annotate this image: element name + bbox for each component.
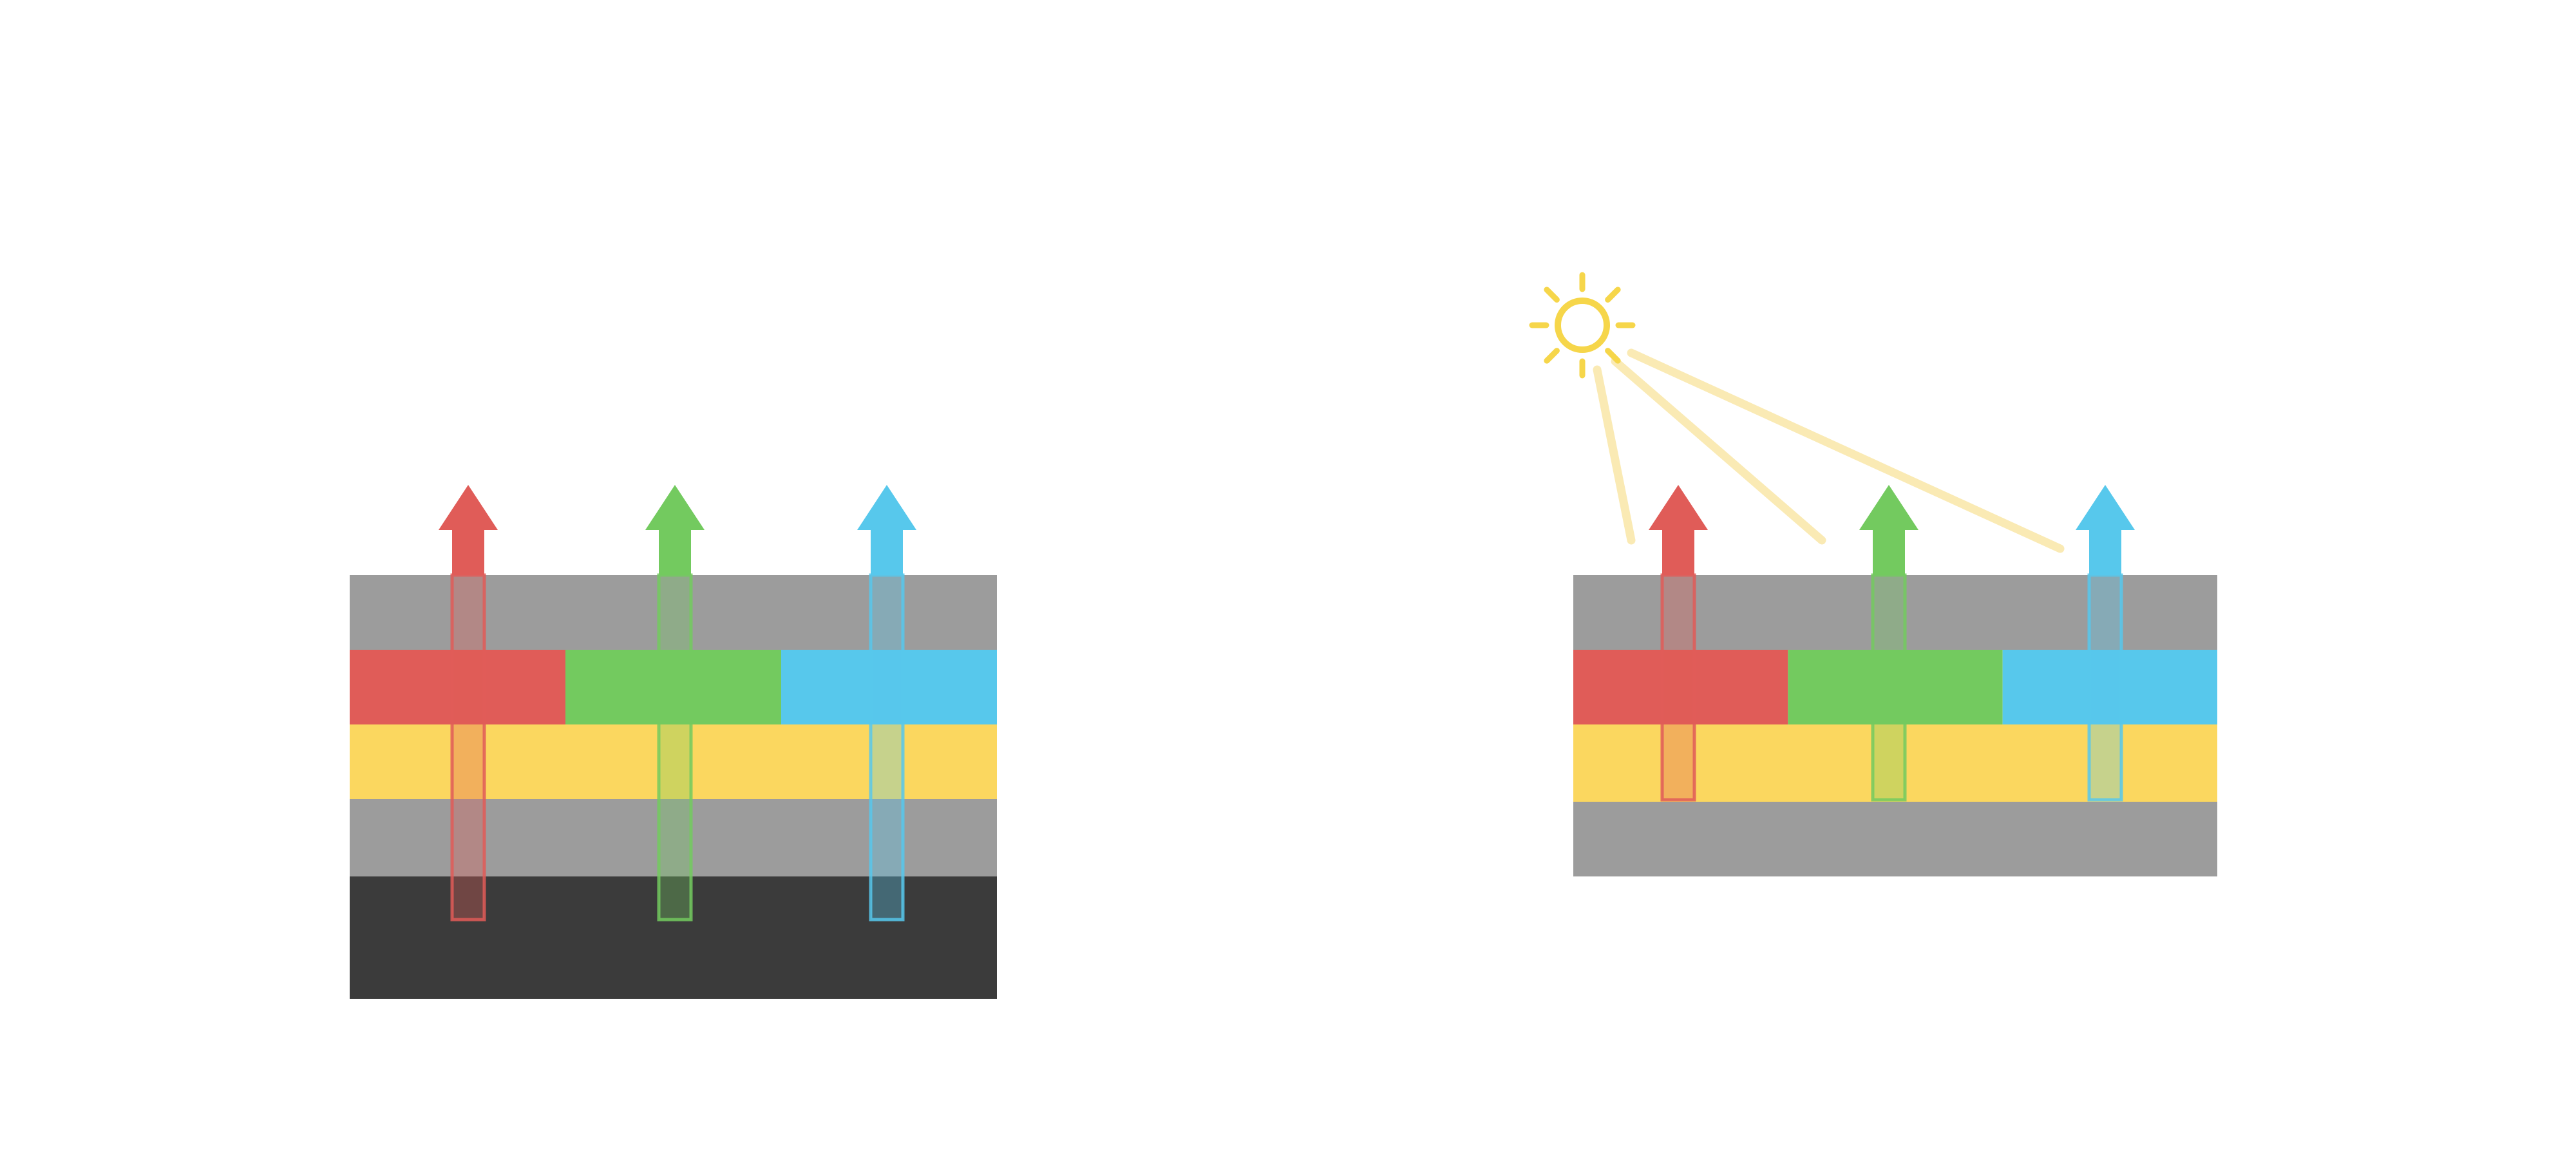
arrow-head	[857, 485, 916, 530]
arrow-shaft-solid	[1662, 529, 1694, 575]
sun-ray	[1544, 287, 1560, 303]
red-filter-segment	[350, 650, 565, 724]
cyan-filter-segment	[2002, 650, 2217, 724]
arrow-shaft-through-stack	[2087, 573, 2123, 802]
arrow-shaft-solid	[2089, 529, 2121, 575]
red-light-arrow	[439, 485, 498, 922]
arrow-shaft-solid	[659, 529, 691, 575]
sunlight-beam	[1627, 348, 2065, 553]
arrow-shaft-through-stack	[450, 573, 486, 922]
green-filter-segment	[565, 650, 781, 724]
sun-ray	[1544, 348, 1560, 364]
arrow-head	[1859, 485, 1918, 530]
arrow-shaft-solid	[452, 529, 484, 575]
left-backlit-stack	[350, 485, 997, 999]
sun-ray	[1605, 287, 1621, 303]
arrow-head	[1649, 485, 1708, 530]
arrow-head	[645, 485, 705, 530]
red-light-arrow	[1649, 485, 1708, 802]
gray-layer-bottom	[1573, 802, 2217, 876]
arrow-shaft-through-stack	[1871, 573, 1907, 802]
green-light-arrow	[1859, 485, 1918, 802]
arrow-shaft-through-stack	[1660, 573, 1696, 802]
arrow-head	[439, 485, 498, 530]
sun-ray	[1605, 348, 1621, 364]
gray-layer-bottom	[350, 799, 997, 876]
yellow-layer	[350, 724, 997, 799]
dark-base-layer	[350, 876, 997, 999]
cyan-light-arrow	[857, 485, 916, 922]
gray-layer-top	[1573, 575, 2217, 650]
gray-layer-top	[350, 575, 997, 650]
sunlight-beam	[1593, 365, 1636, 545]
sunlight-beam	[1611, 357, 1826, 545]
cyan-filter-segment	[781, 650, 997, 724]
cyan-light-arrow	[2076, 485, 2135, 802]
green-filter-segment	[1788, 650, 2003, 724]
arrow-shaft-solid	[1873, 529, 1905, 575]
green-light-arrow	[645, 485, 705, 922]
red-filter-segment	[1573, 650, 1788, 724]
arrow-shaft-solid	[871, 529, 903, 575]
right-reflective-stack	[1529, 272, 2217, 876]
arrow-shaft-through-stack	[657, 573, 693, 922]
sun-disc	[1555, 298, 1610, 353]
sun-icon	[1529, 272, 1636, 379]
arrow-shaft-through-stack	[869, 573, 905, 922]
arrow-head	[2076, 485, 2135, 530]
yellow-layer	[1573, 724, 2217, 802]
